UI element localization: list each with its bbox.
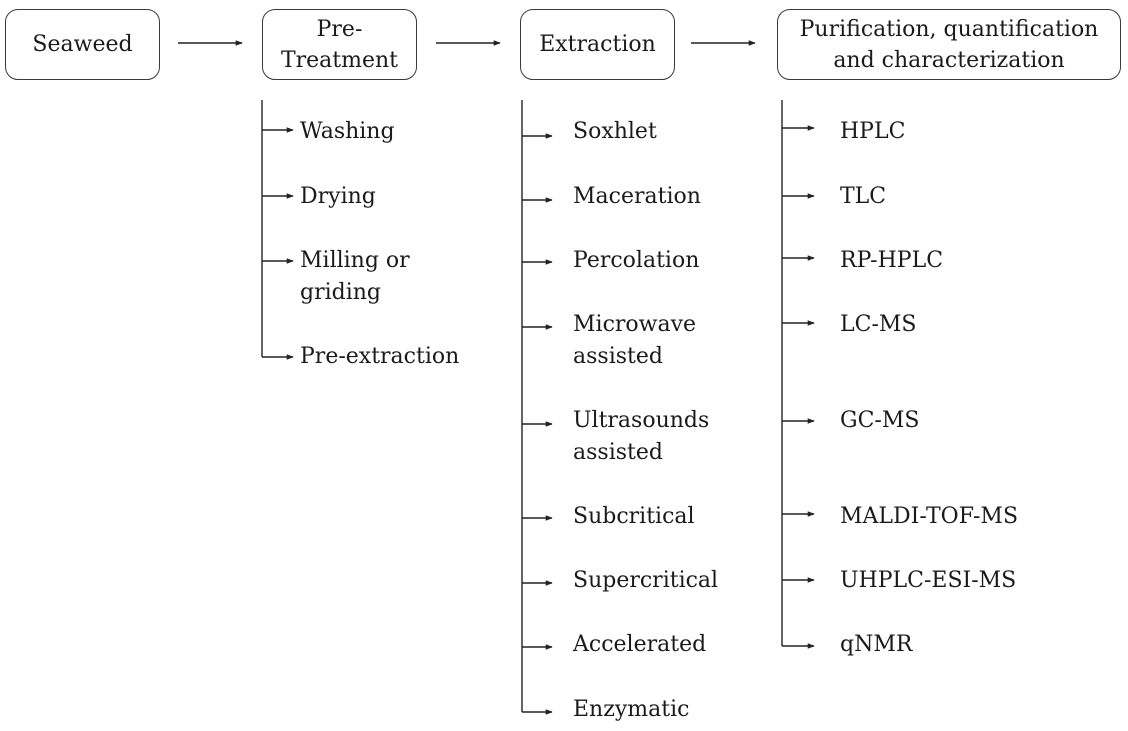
- extraction-method-label: Percolation: [573, 248, 700, 273]
- analysis-method-maldi-tof-ms: MALDI-TOF-MS: [840, 501, 1018, 533]
- stage-box-pretreatment: Pre- Treatment: [262, 9, 417, 80]
- extraction-method-microwave: Microwave assisted: [573, 309, 696, 373]
- stage-label-seaweed: Seaweed: [32, 32, 133, 57]
- extraction-method-label: Accelerated: [573, 632, 707, 657]
- analysis-method-label: qNMR: [840, 632, 913, 657]
- pretreatment-step-label-line-1: Milling or: [300, 248, 410, 273]
- analysis-method-label: HPLC: [840, 119, 906, 144]
- stage-label-pretreatment-line-1: Pre-: [316, 16, 363, 42]
- extraction-method-label-line-1: Ultrasounds: [573, 408, 710, 433]
- analysis-method-hplc: HPLC: [840, 116, 905, 148]
- stage-label-pretreatment-line-2: Treatment: [280, 47, 399, 73]
- extraction-method-label: Subcritical: [573, 504, 695, 529]
- pretreatment-step-drying: Drying: [300, 181, 376, 213]
- pretreatment-step-label-line-2: griding: [300, 280, 382, 305]
- analysis-method-gc-ms: GC-MS: [840, 405, 919, 437]
- pretreatment-step-washing: Washing: [300, 116, 395, 148]
- extraction-method-subcritical: Subcritical: [573, 501, 695, 533]
- pretreatment-step-pre-extraction: Pre-extraction: [300, 341, 459, 373]
- extraction-method-maceration: Maceration: [573, 181, 701, 213]
- extraction-method-enzymatic: Enzymatic: [573, 694, 689, 726]
- stage-label-extraction: Extraction: [539, 32, 656, 57]
- analysis-method-tlc: TLC: [840, 181, 886, 213]
- analysis-method-uhplc-esi-ms: UHPLC-ESI-MS: [840, 565, 1016, 597]
- analysis-method-label: UHPLC-ESI-MS: [840, 568, 1017, 593]
- analysis-method-label: GC-MS: [840, 408, 920, 433]
- extraction-method-label-line-2: assisted: [573, 440, 663, 465]
- pretreatment-step-milling: Milling or griding: [300, 245, 410, 309]
- stage-label-purification-line-2: and characterization: [833, 47, 1065, 73]
- extraction-method-ultrasounds: Ultrasounds assisted: [573, 405, 709, 469]
- extraction-method-label: Soxhlet: [573, 119, 657, 144]
- extraction-method-label: Enzymatic: [573, 697, 690, 722]
- analysis-method-label: RP-HPLC: [840, 248, 944, 273]
- analysis-method-label: LC-MS: [840, 312, 917, 337]
- analysis-method-label: MALDI-TOF-MS: [840, 504, 1019, 529]
- extraction-method-label-line-2: assisted: [573, 344, 663, 369]
- stage-label-purification-line-1: Purification, quantification: [799, 16, 1099, 42]
- pretreatment-step-label: Drying: [300, 184, 376, 209]
- analysis-method-qnmr: qNMR: [840, 629, 912, 661]
- stage-box-purification: Purification, quantification and charact…: [777, 9, 1121, 80]
- pretreatment-step-label: Pre-extraction: [300, 344, 460, 369]
- stage-box-seaweed: Seaweed: [5, 9, 160, 80]
- extraction-method-supercritical: Supercritical: [573, 565, 718, 597]
- extraction-method-accelerated: Accelerated: [573, 629, 706, 661]
- extraction-method-label: Supercritical: [573, 568, 719, 593]
- analysis-method-rp-hplc: RP-HPLC: [840, 245, 943, 277]
- stage-box-extraction: Extraction: [520, 9, 675, 80]
- extraction-method-label: Maceration: [573, 184, 701, 209]
- extraction-method-soxhlet: Soxhlet: [573, 116, 657, 148]
- analysis-method-lc-ms: LC-MS: [840, 309, 916, 341]
- extraction-method-label-line-1: Microwave: [573, 312, 697, 337]
- analysis-method-label: TLC: [840, 184, 887, 209]
- extraction-method-percolation: Percolation: [573, 245, 699, 277]
- pretreatment-step-label: Washing: [300, 119, 395, 144]
